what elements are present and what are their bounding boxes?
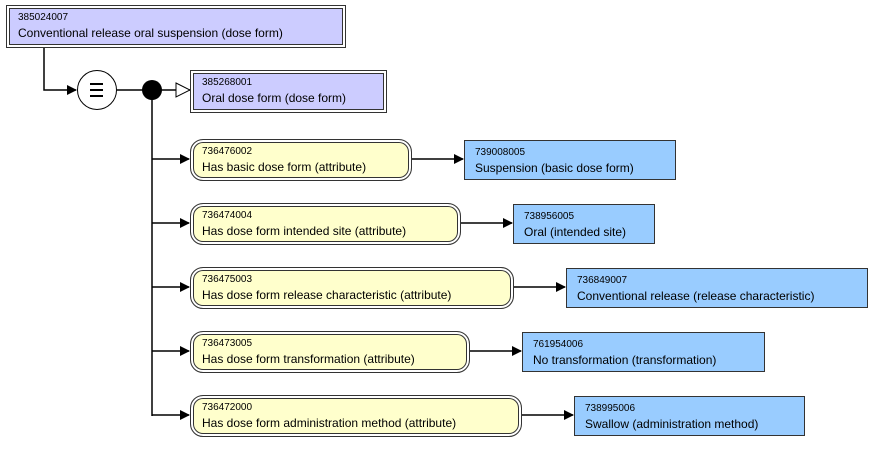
attribute-concept-3[interactable]: 736475003 Has dose form release characte… — [190, 267, 514, 309]
value-sctid: 736849007 — [577, 275, 628, 286]
value-sctid: 739008005 — [475, 147, 526, 158]
root-concept[interactable]: 385024007 Conventional release oral susp… — [6, 5, 346, 48]
root-concept-term: Conventional release oral suspension (do… — [18, 26, 283, 40]
attribute-concept-2[interactable]: 736474004 Has dose form intended site (a… — [190, 203, 461, 245]
parent-concept[interactable]: 385268001 Oral dose form (dose form) — [190, 70, 387, 113]
value-sctid: 738956005 — [524, 211, 575, 222]
attribute-sctid: 736476002 — [202, 146, 253, 157]
attribute-sctid: 736474004 — [202, 210, 253, 221]
attribute-term: Has dose form transformation (attribute) — [202, 352, 415, 366]
attribute-concept-5[interactable]: 736472000 Has dose form administration m… — [190, 395, 522, 437]
attribute-concept-1[interactable]: 736476002 Has basic dose form (attribute… — [190, 139, 412, 181]
value-term: Suspension (basic dose form) — [475, 161, 634, 175]
value-concept-5[interactable]: 738995006 Swallow (administration method… — [574, 396, 805, 436]
attribute-sctid: 736475003 — [202, 274, 253, 285]
attribute-term: Has dose form release characteristic (at… — [202, 288, 452, 302]
attribute-term: Has dose form intended site (attribute) — [202, 224, 407, 238]
value-concept-1[interactable]: 739008005 Suspension (basic dose form) — [464, 140, 676, 180]
value-concept-3[interactable]: 736849007 Conventional release (release … — [566, 268, 868, 308]
attribute-concept-4[interactable]: 736473005 Has dose form transformation (… — [190, 331, 470, 373]
parent-concept-sctid: 385268001 — [202, 77, 253, 88]
equivalence-icon — [77, 70, 117, 110]
value-term: Swallow (administration method) — [585, 417, 759, 431]
value-term: Conventional release (release characteri… — [577, 289, 815, 303]
value-concept-2[interactable]: 738956005 Oral (intended site) — [513, 204, 655, 244]
root-concept-sctid: 385024007 — [18, 12, 69, 23]
value-sctid: 738995006 — [585, 403, 636, 414]
parent-concept-term: Oral dose form (dose form) — [202, 91, 347, 105]
attribute-sctid: 736473005 — [202, 338, 253, 349]
value-concept-4[interactable]: 761954006 No transformation (transformat… — [522, 332, 765, 372]
root-to-equivalence-connector — [43, 48, 77, 95]
attribute-sctid: 736472000 — [202, 402, 253, 413]
value-term: Oral (intended site) — [524, 225, 627, 239]
attribute-term: Has dose form administration method (att… — [202, 416, 457, 430]
value-term: No transformation (transformation) — [533, 353, 717, 367]
conjunction-dot — [142, 80, 162, 100]
attribute-term: Has basic dose form (attribute) — [202, 160, 367, 174]
value-sctid: 761954006 — [533, 339, 584, 350]
